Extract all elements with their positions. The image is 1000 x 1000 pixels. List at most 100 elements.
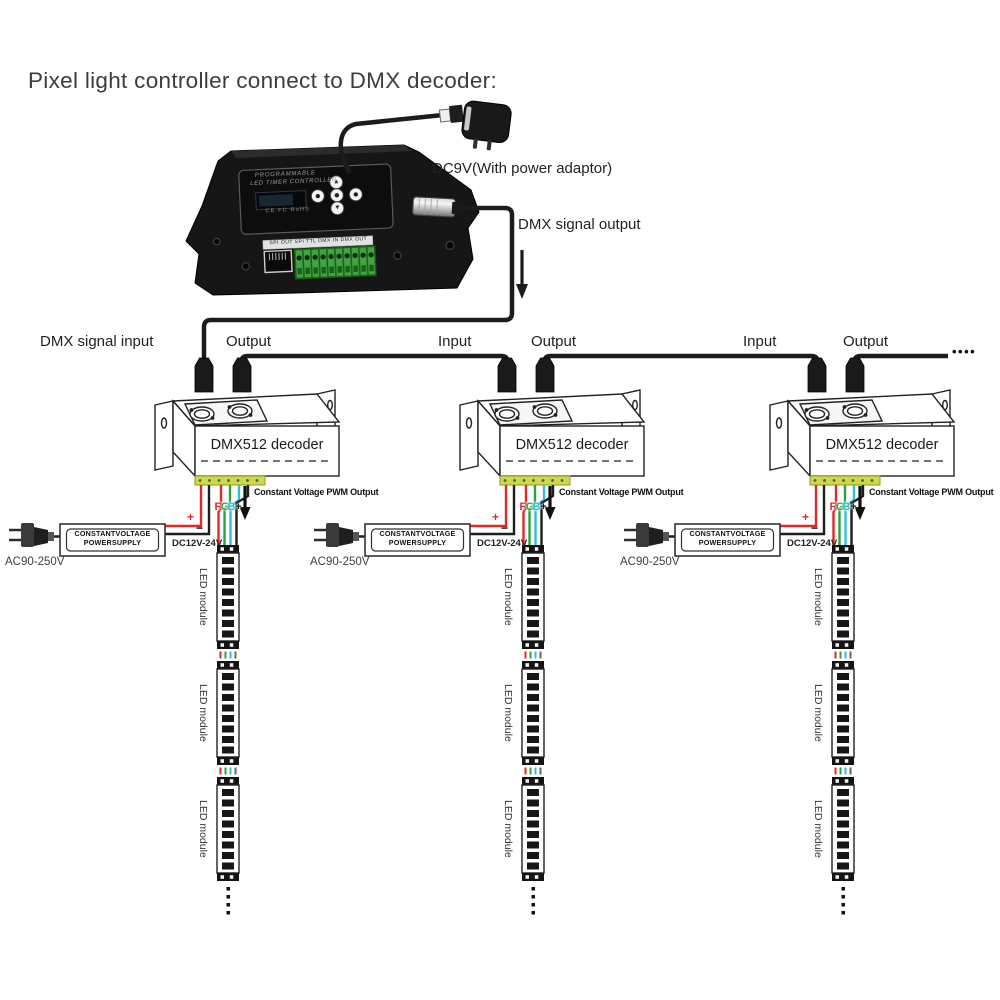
power-supply-unit <box>624 523 781 557</box>
power-minus-wire <box>780 485 826 536</box>
led-strip <box>216 545 240 915</box>
watermark-letter: J <box>121 191 145 237</box>
wire-label-g: G <box>525 501 535 513</box>
strip-joint-wires <box>524 767 542 775</box>
red-channel-wire <box>832 485 838 546</box>
wire-controller-to-decoder1 <box>201 205 515 360</box>
ac-voltage-label: AC90-250V <box>310 556 370 568</box>
pwm-output-terminal <box>194 475 266 486</box>
strip-joint-wires <box>219 767 237 775</box>
blue-channel-wire <box>844 485 856 546</box>
pwm-output-label: Constant Voltage PWM Output <box>559 487 684 497</box>
certification-text: CE FC RoHS <box>265 206 311 215</box>
led-strip <box>521 545 545 915</box>
xlr-input-socket <box>189 406 215 422</box>
down-arrow-icon: ▼ <box>333 204 341 212</box>
led-module-label: LED module <box>502 800 514 858</box>
continuation-dots: •••• <box>952 344 977 359</box>
psu-label-line1: CONSTANTVOLTAGE <box>689 529 766 538</box>
pwm-output-arrow <box>239 486 251 520</box>
led-module-segment <box>831 777 855 881</box>
decoder-label: DMX512 decoder <box>515 437 629 453</box>
xlr-output-socket <box>227 403 253 419</box>
watermark-letter: Y <box>93 191 122 237</box>
decoder-front-face <box>809 425 955 477</box>
led-module-label: LED module <box>197 800 209 858</box>
green-channel-wire <box>528 485 537 546</box>
wire-label-g: G <box>220 501 230 513</box>
controller-texts: PROGRAMMABLE LED TIMER CONTROLLER CE FC … <box>238 156 414 298</box>
dc-voltage-label: DC12V-24V <box>787 538 838 549</box>
wire-label-b: B <box>842 501 851 513</box>
chain-label-input-2: Input <box>438 333 472 350</box>
dmx512-decoder-box <box>769 389 956 478</box>
pwm-output-arrow <box>854 486 866 520</box>
xlr-output-socket <box>532 403 558 419</box>
power-plus-wire <box>470 485 508 528</box>
dmx512-decoder-box <box>459 389 646 478</box>
chain-label-input-3: Input <box>743 333 777 350</box>
power-minus-label: − <box>501 521 509 535</box>
wire-label-plus: + <box>235 501 242 513</box>
led-module-segment <box>521 545 545 649</box>
blue-channel-wire <box>534 485 546 546</box>
power-minus-wire <box>470 485 516 536</box>
psu-label-line2: POWERSUPPLY <box>388 538 447 547</box>
watermark-letter: o <box>204 191 231 237</box>
led-module-label: LED module <box>812 568 824 626</box>
terminal-strip-text: SPI OUT SPI TTL DMX IN DMX OUT <box>269 235 368 246</box>
wall-adaptor-icon <box>461 100 512 151</box>
power-cable <box>338 112 444 175</box>
led-module-label: LED module <box>197 684 209 742</box>
plus-channel-wire <box>850 485 865 546</box>
up-arrow-icon: ▲ <box>332 177 340 185</box>
decoder-unit: DMX512 decoder Constant Voltage PWM Outp… <box>5 360 385 920</box>
dmx-output-arrow <box>516 250 528 299</box>
led-module-label: LED module <box>502 568 514 626</box>
power-plus-label: + <box>187 510 195 524</box>
led-strip <box>831 545 855 915</box>
output-wires <box>470 485 555 546</box>
led-module-segment <box>521 777 545 881</box>
pwm-output-label: Constant Voltage PWM Output <box>254 487 379 497</box>
terminal-label-strip <box>262 235 374 250</box>
xlr-input-socket <box>494 406 520 422</box>
psu-label-line1: CONSTANTVOLTAGE <box>74 529 151 538</box>
strip-joint-wires <box>834 767 852 775</box>
plus-channel-wire <box>235 485 250 546</box>
led-module-label: LED module <box>502 684 514 742</box>
dc-voltage-label: DC12V-24V <box>172 538 223 549</box>
pixel-controller-device <box>185 144 480 296</box>
led-module-label: LED module <box>812 684 824 742</box>
led-module-label: LED module <box>197 568 209 626</box>
green-channel-wire <box>223 485 232 546</box>
decoder-unit: DMX512 decoder Constant Voltage PWM Outp… <box>310 360 690 920</box>
dc-voltage-label: DC12V-24V <box>477 538 528 549</box>
left-mounting-flange <box>459 400 479 471</box>
wire-label-b: B <box>227 501 236 513</box>
strip-continuation-dots <box>531 887 535 915</box>
left-mounting-flange <box>154 400 174 471</box>
left-mounting-flange <box>769 400 789 471</box>
plus-channel-wire <box>540 485 555 546</box>
power-plus-wire <box>780 485 818 528</box>
decoder-label: DMX512 decoder <box>825 437 939 453</box>
dmx-signal-input-label: DMX signal input <box>40 333 154 350</box>
led-module-segment <box>831 545 855 649</box>
dmx512-decoder-box <box>154 389 341 478</box>
strip-continuation-dots <box>226 887 230 915</box>
power-minus-label: − <box>811 521 819 535</box>
power-plus-label: + <box>802 510 810 524</box>
chain-label-output-3: Output <box>843 333 889 350</box>
psu-label-line1: CONSTANTVOLTAGE <box>379 529 456 538</box>
power-minus-wire <box>165 485 211 536</box>
rj45-port <box>263 249 293 274</box>
decoder-front-face <box>499 425 645 477</box>
ac-plug-icon <box>326 523 339 547</box>
led-module-segment <box>521 661 545 765</box>
xlr-output-socket <box>842 403 868 419</box>
blue-channel-wire <box>229 485 241 546</box>
decoder-unit-artwork <box>9 389 341 915</box>
